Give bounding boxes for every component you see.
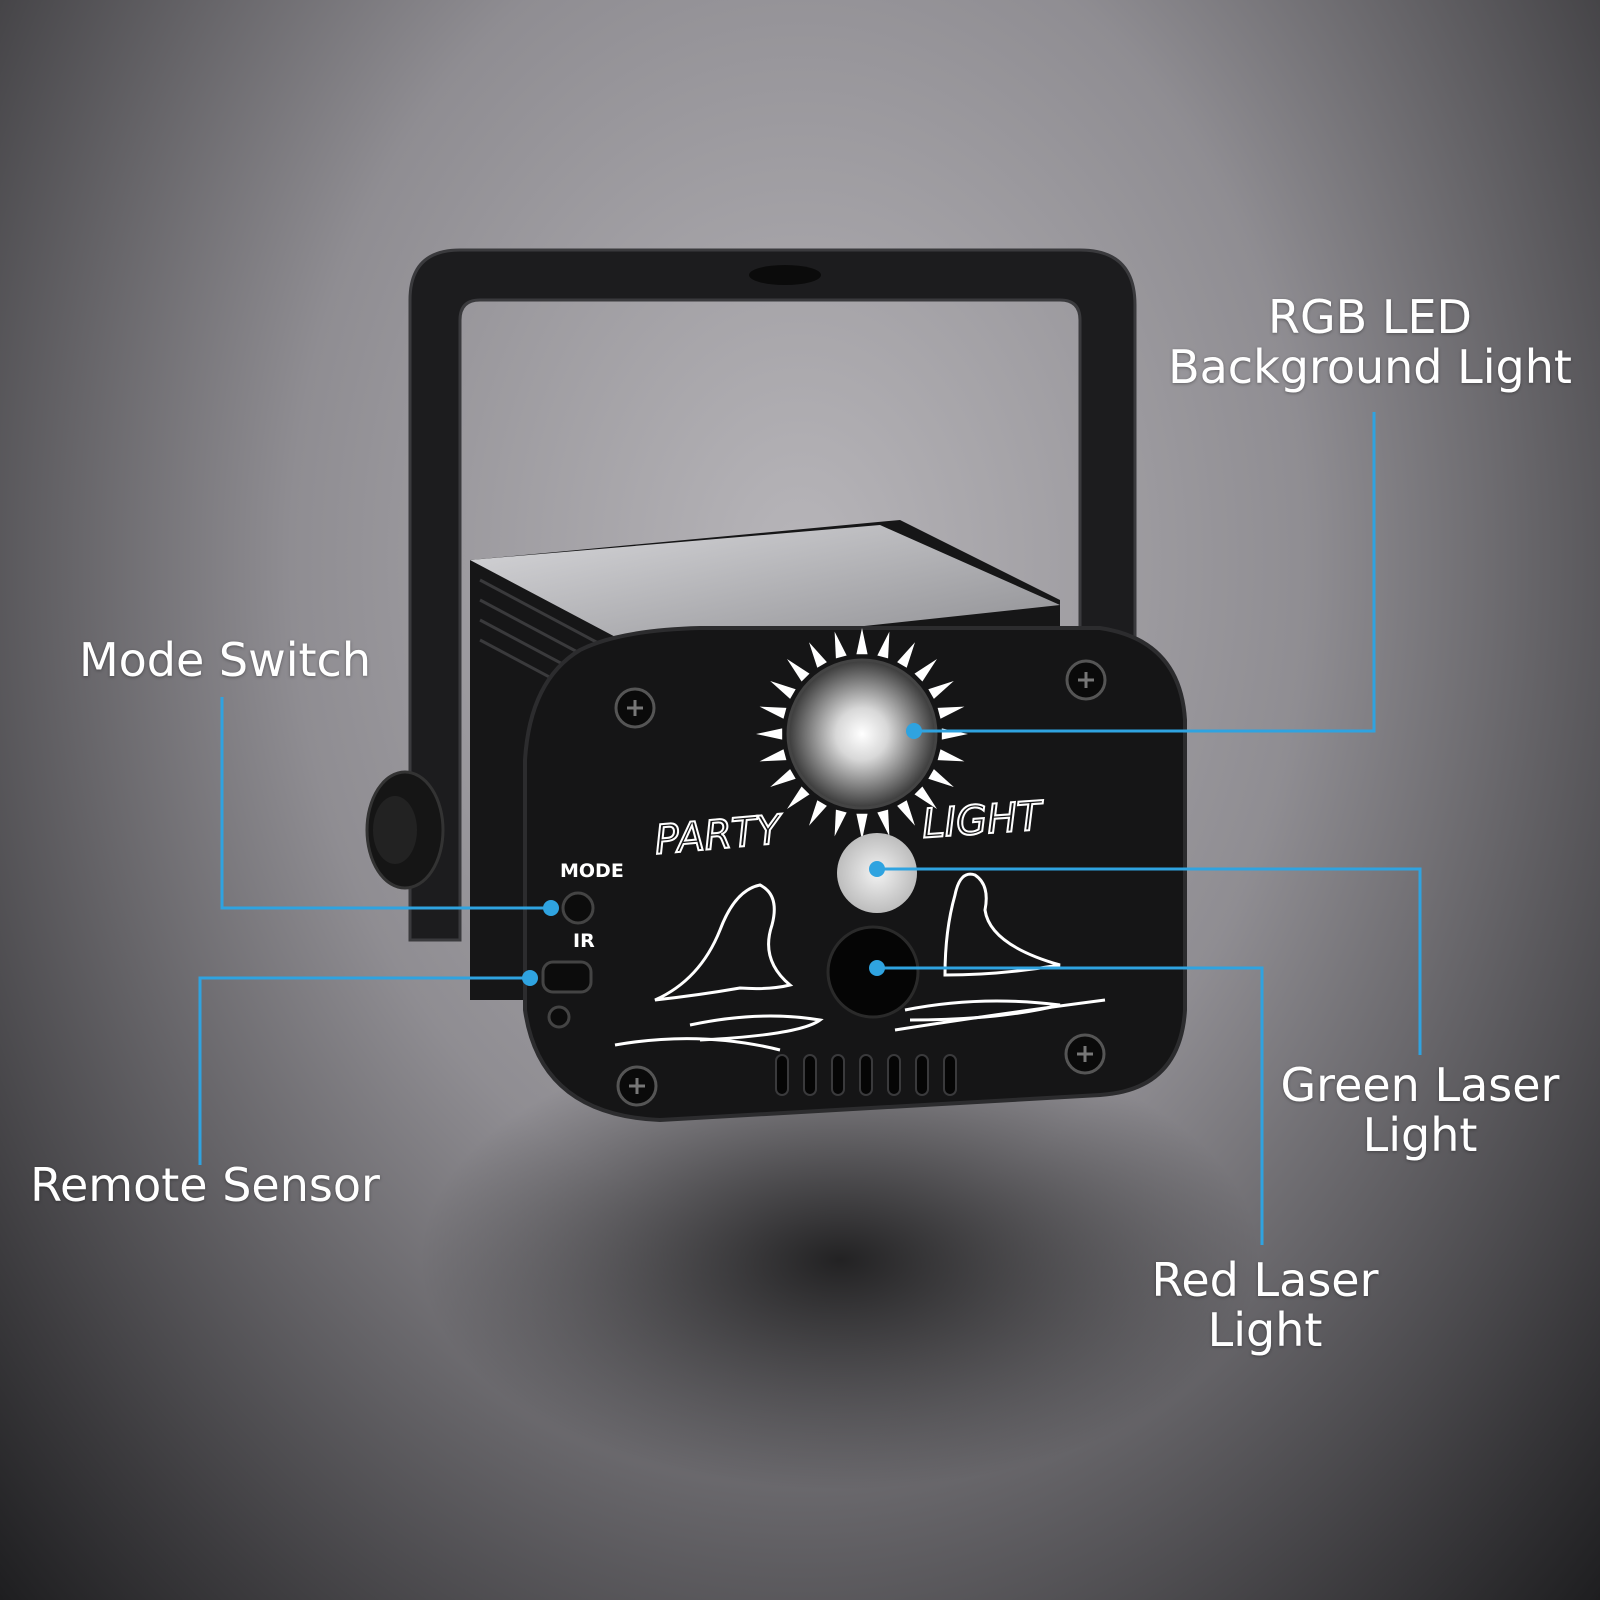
sun-ray xyxy=(756,728,783,740)
leader-dot-red-laser xyxy=(869,960,885,976)
sun-ray xyxy=(897,642,915,668)
vent-slots xyxy=(775,1054,957,1096)
sun-ray xyxy=(877,809,890,837)
callout-rgb-led: RGB LED Background Light xyxy=(1160,292,1580,392)
callout-green-laser: Green Laser Light xyxy=(1265,1060,1575,1160)
sun-ray-decoration xyxy=(756,628,968,840)
leader-dot-green-laser xyxy=(869,861,885,877)
sun-ray xyxy=(834,631,847,659)
sun-ray xyxy=(856,813,868,840)
sun-ray xyxy=(809,800,827,826)
screw xyxy=(1064,1033,1106,1075)
sun-ray xyxy=(809,642,827,668)
brand-text-light: LIGHT xyxy=(921,793,1047,847)
seal-illustration-left xyxy=(614,883,824,1052)
leader-line-mode-switch xyxy=(220,697,551,910)
housing-top xyxy=(470,525,1060,650)
sun-ray xyxy=(897,800,915,826)
callout-red-laser: Red Laser Light xyxy=(1135,1255,1395,1355)
screw xyxy=(614,687,656,729)
sun-ray xyxy=(759,706,787,719)
sun-ray xyxy=(770,769,796,787)
screw xyxy=(1065,659,1107,701)
callout-rgb-led-line1: RGB LED xyxy=(1268,290,1472,344)
leader-line-rgb-led xyxy=(914,412,1376,733)
callout-red-laser-line1: Red Laser xyxy=(1151,1253,1379,1307)
callout-green-laser-line2: Light xyxy=(1362,1108,1478,1162)
sun-ray xyxy=(759,749,787,762)
screw xyxy=(616,1065,658,1107)
callout-remote-sensor-line1: Remote Sensor xyxy=(30,1158,380,1212)
sun-ray xyxy=(770,681,796,699)
sun-ray xyxy=(787,786,810,809)
callout-remote-sensor: Remote Sensor xyxy=(20,1160,390,1210)
sun-ray xyxy=(914,659,937,682)
sun-ray xyxy=(914,786,937,809)
leader-dot-mode-switch xyxy=(543,900,559,916)
bracket-knob xyxy=(365,770,445,890)
callout-green-laser-line1: Green Laser xyxy=(1280,1058,1560,1112)
callout-rgb-led-line2: Background Light xyxy=(1168,340,1572,394)
leader-line-green-laser xyxy=(877,867,1422,1055)
ir-label: IR xyxy=(573,930,595,952)
rgb-led-lens xyxy=(786,658,938,810)
sun-ray xyxy=(937,749,965,762)
mode-button[interactable] xyxy=(561,891,595,925)
sun-ray xyxy=(937,706,965,719)
sun-ray xyxy=(928,769,954,787)
sun-ray xyxy=(834,809,847,837)
sun-ray xyxy=(856,628,868,655)
callout-mode-switch: Mode Switch xyxy=(60,635,390,685)
leader-dot-rgb-led xyxy=(906,723,922,739)
leader-line-remote-sensor xyxy=(198,976,530,1165)
mode-label: MODE xyxy=(560,860,624,882)
callout-red-laser-line2: Light xyxy=(1207,1303,1323,1357)
indicator-led xyxy=(547,1005,571,1029)
sun-ray xyxy=(928,681,954,699)
leader-line-red-laser xyxy=(877,966,1264,1245)
ir-receiver-window xyxy=(541,960,593,994)
bracket-hole xyxy=(749,265,821,285)
floor-reflection xyxy=(420,1030,1260,1490)
sun-ray xyxy=(787,659,810,682)
callout-mode-switch-line1: Mode Switch xyxy=(78,633,372,687)
sun-ray xyxy=(877,631,890,659)
leader-dot-remote-sensor xyxy=(522,970,538,986)
